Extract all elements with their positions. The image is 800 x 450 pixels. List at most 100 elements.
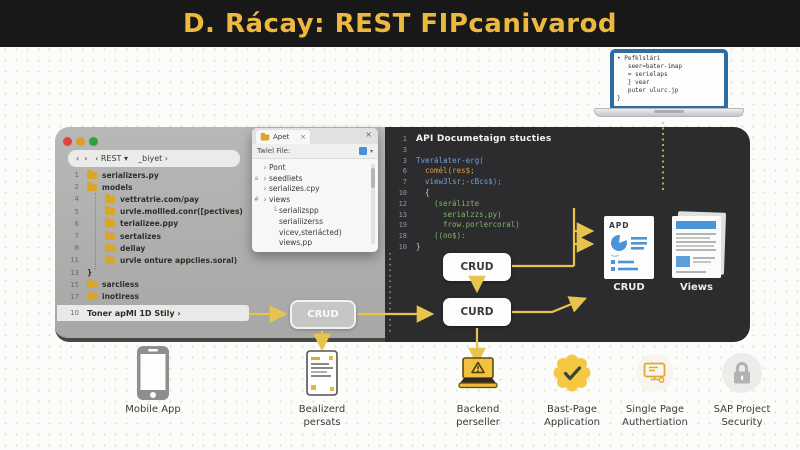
chevron-down-icon[interactable]: ▾ [369, 147, 373, 155]
editor-status-bar[interactable]: 10 Toner apMl 1D Stily › [57, 305, 249, 321]
popup-file-row[interactable]: ›serializes.cpy [252, 184, 378, 195]
tree-row[interactable]: 1 serializers.py [55, 169, 385, 181]
popup-scrollbar-thumb[interactable] [371, 168, 375, 188]
tree-item-label: sertalizes [120, 231, 161, 241]
code-text: (serálizte [434, 198, 480, 208]
popup-file-row[interactable]: views,pp [252, 238, 378, 249]
code-line-number: 12 [398, 199, 407, 208]
code-line: 3 Tverálater-erg( [391, 156, 551, 167]
popup-tab-bar: Apet × × [252, 128, 378, 144]
popup-file-row[interactable]: serialiizerss [252, 216, 378, 227]
code-text: view3lsr;-cBcs$); [425, 177, 502, 187]
crud-node: CRUD [443, 253, 511, 281]
popup-file-label: Pont [269, 162, 286, 172]
tree-line-number: 5 [74, 207, 79, 216]
popup-gutter-glyph: # [253, 196, 260, 204]
folder-icon [87, 169, 97, 179]
tree-line-number: 13 [70, 268, 79, 277]
file-type-icon [358, 147, 367, 155]
popup-tab-apet[interactable]: Apet × [256, 130, 310, 144]
folder-icon [87, 279, 97, 289]
monitor-auth-icon [595, 344, 715, 402]
popup-file-label: serializes.cpy [269, 184, 320, 194]
popup-file-label: views [269, 195, 291, 205]
status-label: Toner apMl 1D Stily › [87, 308, 181, 318]
popup-file-row[interactable]: └serializspp [252, 205, 378, 216]
popup-file-row[interactable]: vicev,steriácted) [252, 227, 378, 238]
tree-line-number: 1 [74, 171, 79, 180]
tree-item-label: sarcliess [102, 280, 139, 290]
breadcrumb[interactable]: ‹ › ‹ REST ▾ _biyet › [68, 150, 240, 167]
code-line-number: 19 [398, 221, 407, 230]
code-line: 10{ [391, 188, 551, 199]
laptop-code-line: • Pefklslári [617, 55, 661, 62]
code-line-number: 10 [398, 242, 407, 251]
code-text: Tverálater-erg( [416, 155, 484, 165]
popup-file-row[interactable]: ›Pont [252, 162, 378, 173]
window-minimize-button[interactable] [76, 137, 85, 146]
popup-scrollbar-track[interactable] [371, 164, 375, 244]
tree-line-number: 15 [70, 280, 79, 289]
code-line: 7 view3lsr;-cBcs$); [391, 177, 551, 188]
popup-header: Twlel File: ▾ [252, 144, 378, 159]
tree-row[interactable]: 15 sarcliess [55, 279, 385, 291]
tree-line-number: 7 [74, 232, 79, 241]
popup-header-label: Twlel File: [257, 147, 291, 155]
laptop-code-snippet: • Pefklslári seer=bater-imap = serielaps… [614, 53, 724, 106]
chevron-right-icon: › [263, 173, 267, 183]
tree-branch-glyph: └ [272, 206, 278, 216]
code-line-number: 18 [398, 232, 407, 241]
laptop-notch [654, 110, 684, 113]
tree-item-label: serializers.py [102, 170, 159, 180]
views-doc-caption: Views [680, 282, 713, 293]
code-line-number: 3 [402, 145, 407, 154]
tree-item-label: dellay [120, 243, 146, 253]
tree-item-label: } [87, 268, 93, 278]
window-maximize-button[interactable] [89, 137, 98, 146]
code-line-number: 3 [402, 156, 407, 165]
folder-icon [105, 193, 115, 203]
popup-file-label: seedliets [269, 173, 303, 183]
code-text: frow.porlercoral) [443, 220, 520, 230]
window-close-button[interactable] [63, 137, 72, 146]
bottom-item-mobile-app: Mobile App [93, 344, 213, 417]
tree-line-number: 17 [70, 292, 79, 301]
indent-guide [95, 193, 96, 269]
code-text: serialzzs,py) [443, 209, 502, 219]
popup-close-icon[interactable]: × [365, 130, 372, 139]
folder-icon [105, 242, 115, 252]
tree-line-number: 4 [74, 195, 79, 204]
code-line-number: 7 [402, 178, 407, 187]
curd-node: CURD [443, 298, 511, 326]
tree-line-number: 11 [70, 256, 79, 265]
code-text: ((oo$): [434, 231, 466, 241]
tree-line-number: 6 [74, 219, 79, 228]
tree-row[interactable]: 13} [55, 267, 385, 279]
folder-icon [105, 206, 115, 216]
popup-file-label: serialiizerss [279, 216, 323, 226]
folder-icon [105, 254, 115, 264]
tree-row[interactable]: 7 sertalizes [55, 230, 385, 242]
popup-file-row[interactable]: #›views [252, 194, 378, 205]
code-text: comél(res$; [425, 166, 475, 176]
code-text: { [425, 187, 430, 197]
lock-icon [682, 344, 800, 402]
popup-file-row[interactable]: a›seedliets [252, 173, 378, 184]
tab-close-icon[interactable]: × [300, 133, 306, 141]
